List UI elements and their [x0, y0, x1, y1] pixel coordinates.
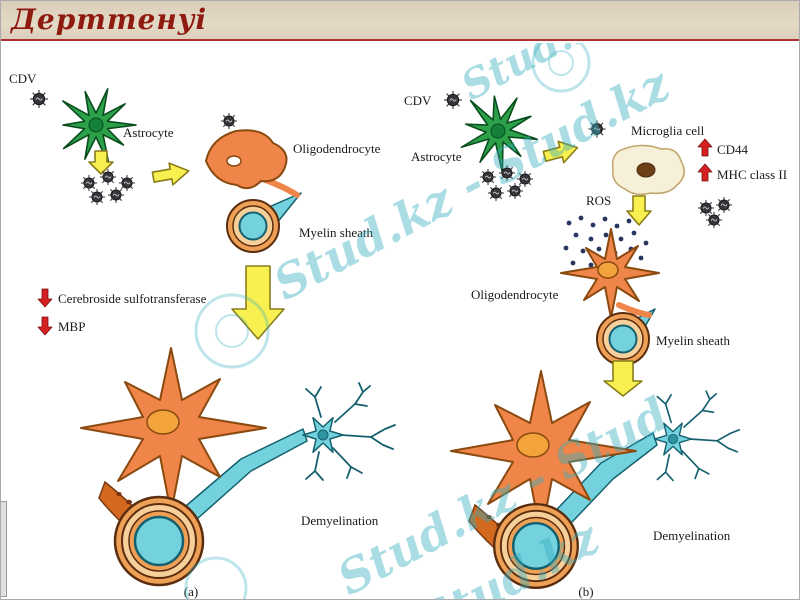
red-up-arrow-icon [697, 138, 713, 157]
oligodendrocyte-process [616, 302, 652, 318]
right-arrow-icon [542, 140, 579, 164]
virus-cluster-b2 [697, 196, 733, 229]
cd44-label: CD44 [717, 142, 749, 157]
left-edge-artifact [1, 501, 7, 597]
legend-a: Cerebroside sulfotransferase MBP [37, 288, 207, 336]
legend-mbp: MBP [58, 319, 85, 334]
microglia-nucleus [636, 162, 656, 178]
demyelination-diagram: CDV Astrocyte Oligodendrocyte Myelin she [9, 43, 787, 599]
astrocyte-label-a: Astrocyte [123, 125, 174, 140]
microglia-label: Microglia cell [631, 123, 705, 138]
panel-tag-b: (b) [578, 584, 593, 599]
cdv-label-a: CDV [9, 71, 37, 86]
oligodendrocyte-cell-a [205, 129, 288, 190]
legend-cerebroside: Cerebroside sulfotransferase [58, 291, 207, 306]
neuron-a [302, 382, 396, 481]
virus-icon [29, 89, 49, 109]
title-underline [1, 39, 799, 41]
right-arrow-icon [151, 162, 190, 186]
red-down-arrow-icon [37, 288, 53, 308]
myelin-label-a: Myelin sheath [299, 225, 374, 240]
myelin-label-b: Myelin sheath [656, 333, 731, 348]
panel-tag-a: (a) [184, 584, 198, 599]
slide-header: Дерттенуі [1, 1, 799, 41]
cell-loop-hole [226, 155, 242, 167]
red-down-arrow-icon [37, 316, 53, 336]
big-down-arrow-icon [231, 265, 285, 340]
mhc-label: MHC class II [717, 167, 787, 182]
astrocyte-label-b: Astrocyte [411, 149, 462, 164]
down-arrow-icon [626, 195, 652, 226]
ros-label: ROS [586, 193, 611, 208]
slide-title: Дерттенуі [11, 3, 208, 36]
cdv-label-b: CDV [404, 93, 432, 108]
virus-icon [443, 90, 463, 110]
myelin-sheath-b [596, 312, 650, 366]
panel-b: CDV Astrocyte Microglia cell CD44 MHC cl… [404, 87, 787, 599]
myelin-sheath-a [226, 199, 280, 253]
demyelination-label-a: Demyelination [301, 513, 379, 528]
demyelination-label-b: Demyelination [653, 528, 731, 543]
oligodendrocyte-label-b: Oligodendrocyte [471, 287, 559, 302]
virus-cluster-a [80, 168, 136, 206]
down-arrow-icon [88, 150, 114, 175]
watermark-logo-ring [184, 43, 591, 599]
red-up-arrow-icon [697, 163, 713, 182]
virus-icon [220, 112, 238, 130]
down-arrow-icon [603, 360, 643, 397]
oligodendrocyte-label-a: Oligodendrocyte [293, 141, 381, 156]
panel-a: CDV Astrocyte Oligodendrocyte Myelin she [9, 71, 396, 599]
oligodendrocyte-cell-b [560, 228, 660, 319]
